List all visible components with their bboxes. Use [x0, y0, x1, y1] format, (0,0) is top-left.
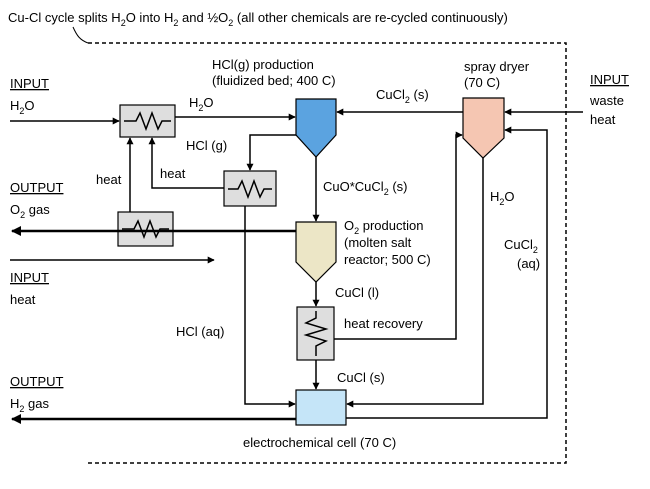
- heat-exchanger-o2: [117, 211, 174, 247]
- input-water-label: H2O: [10, 98, 35, 116]
- flow-heat-mid: [148, 137, 224, 189]
- output-h2-title: OUTPUT: [10, 374, 64, 389]
- spray-dryer: [462, 97, 505, 159]
- electrochemical-cell: [295, 389, 347, 426]
- hcl-production-label-2: (fluidized bed; 400 C): [212, 73, 336, 88]
- heat-recovery-exchanger: [296, 306, 335, 361]
- input-waste-heat-line2: heat: [590, 112, 616, 127]
- flow-label-cuo-cucl2: CuO*CuCl2 (s): [323, 179, 407, 197]
- output-o2-title: OUTPUT: [10, 180, 64, 195]
- input-waste-heat-line1: waste: [589, 93, 624, 108]
- flow-label-hcl-g: HCl (g): [186, 138, 227, 153]
- flow-label-hcl-aq: HCl (aq): [176, 324, 224, 339]
- output-h2-label: H2 gas: [10, 396, 49, 414]
- flow-h2o-return: [346, 158, 484, 408]
- flow-label-heat-left: heat: [96, 172, 122, 187]
- flow-hcl-gas: [246, 134, 296, 171]
- heat-recovery-label: heat recovery: [344, 316, 423, 331]
- hcl-production-label-1: HCl(g) production: [212, 57, 314, 72]
- o2-production-label-2: (molten salt: [344, 235, 412, 250]
- flow-label-h2o-top: H2O: [189, 95, 214, 113]
- flow-label-cucl2-aq-2: (aq): [517, 256, 540, 271]
- flow-cucl2-aq: [346, 126, 548, 419]
- flow-label-heat-mid: heat: [160, 166, 186, 181]
- system-boundary: [88, 42, 567, 464]
- flow-label-cucl-l: CuCl (l): [335, 285, 379, 300]
- electrochemical-cell-label: electrochemical cell (70 C): [243, 435, 396, 450]
- o2-production-reactor: [295, 221, 337, 283]
- flow-label-cucl2-aq-1: CuCl2: [504, 237, 538, 255]
- heat-exchanger-middle: [223, 170, 277, 207]
- diagram-title: Cu-Cl cycle splits H2O into H2 and ½O2 (…: [8, 10, 508, 28]
- title-leader-line: [72, 26, 89, 44]
- flow-hcl-aq: [244, 206, 296, 408]
- input-water-title: INPUT: [10, 76, 49, 91]
- flow-label-h2o-right: H2O: [490, 189, 515, 207]
- flow-label-cucl-s: CuCl (s): [337, 370, 385, 385]
- flow-heat-recovery: [334, 131, 463, 340]
- o2-production-label-3: reactor; 500 C): [344, 252, 431, 267]
- input-heat-title: INPUT: [10, 270, 49, 285]
- output-o2-label: O2 gas: [10, 202, 50, 220]
- flow-label-cucl2-s: CuCl2 (s): [376, 87, 429, 105]
- o2-production-label-1: O2 production: [344, 218, 423, 236]
- input-heat-label: heat: [10, 292, 36, 307]
- heat-exchanger-top-left: [119, 104, 176, 138]
- spray-dryer-label-1: spray dryer: [464, 59, 530, 74]
- spray-dryer-label-2: (70 C): [464, 75, 500, 90]
- hcl-production-reactor: [295, 98, 337, 158]
- input-waste-heat-title: INPUT: [590, 72, 629, 87]
